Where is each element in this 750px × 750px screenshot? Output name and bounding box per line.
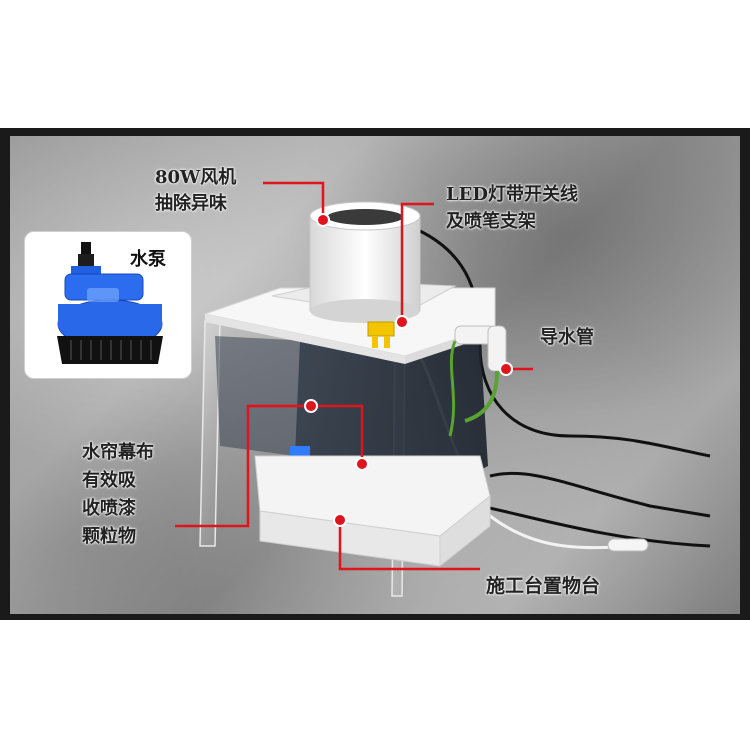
fan-label-line-2: 抽除异味 (155, 193, 227, 214)
pump-label: 水泵 (130, 249, 166, 270)
led-label: LED灯带开关线 及喷笔支架 (446, 181, 578, 235)
curtain-label-line-3: 收喷漆 (82, 498, 136, 519)
pump-inset: 水泵 (24, 231, 192, 379)
curtain-label-line-2: 有效吸 (82, 470, 136, 491)
photo-frame: 水泵 80W风机 抽除异味 LED灯带开关线 及喷笔支架 导水管 水帘幕布 有效… (0, 128, 750, 620)
led-label-line-2: 及喷笔支架 (446, 211, 536, 232)
product-photo: 水泵 80W风机 抽除异味 LED灯带开关线 及喷笔支架 导水管 水帘幕布 有效… (10, 136, 740, 614)
fan-label-line-1: 80W风机 (155, 167, 237, 188)
pipe-label: 导水管 (540, 327, 594, 348)
curtain-label-line-4: 颗粒物 (82, 526, 136, 547)
fan-label: 80W风机 抽除异味 (155, 165, 236, 217)
led-label-line-1: LED灯带开关线 (446, 184, 578, 205)
water-pump-image (57, 242, 163, 364)
callout-lines (175, 181, 533, 571)
platform-label: 施工台置物台 (486, 575, 601, 597)
curtain-label-line-1: 水帘幕布 (82, 442, 154, 463)
curtain-label: 水帘幕布 有效吸 收喷漆 颗粒物 (82, 439, 154, 551)
